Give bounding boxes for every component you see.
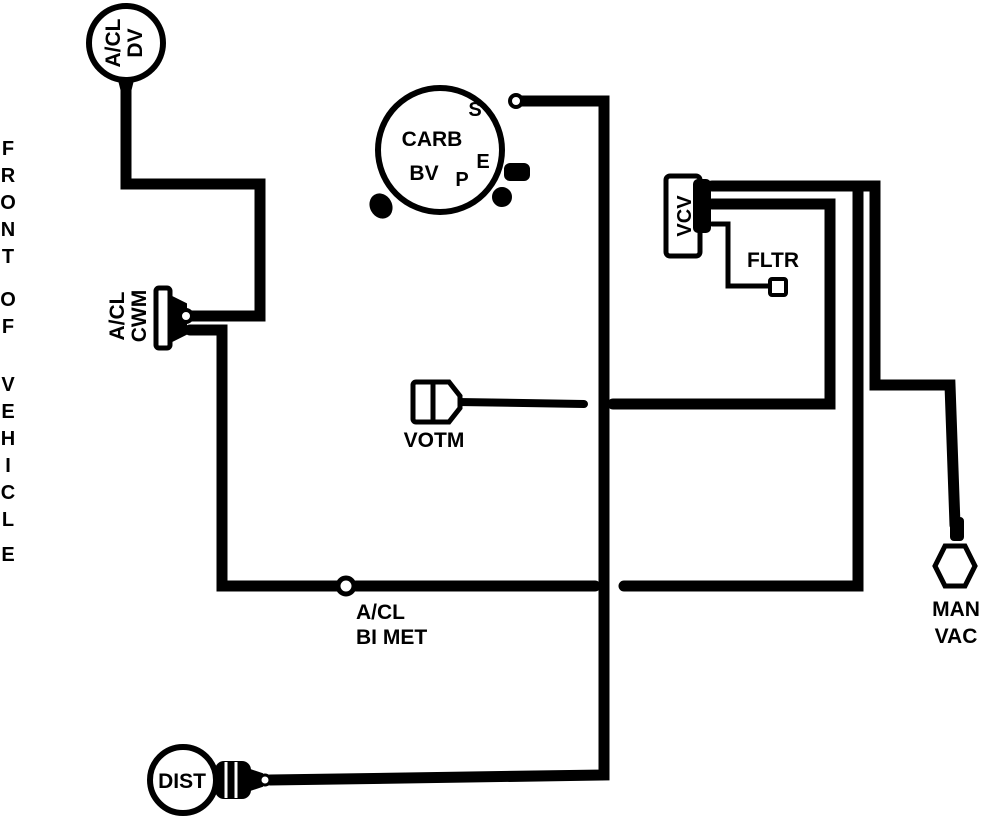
front-of-vehicle-label: F R O N T O F V E H I C L E xyxy=(0,138,16,566)
side-letter: V xyxy=(1,374,15,396)
man-vac: MAN VAC xyxy=(932,517,980,648)
votm-label: VOTM xyxy=(404,429,465,452)
side-letter: E xyxy=(1,401,14,423)
carb: CARB S E P BV xyxy=(369,85,530,219)
carb-p-port xyxy=(492,187,512,207)
dist-label: DIST xyxy=(158,770,206,793)
carb-port-s-label: S xyxy=(468,99,481,121)
side-letter: L xyxy=(2,509,14,531)
side-letter: T xyxy=(2,246,14,268)
side-letter: O xyxy=(0,289,16,311)
side-letter: E xyxy=(1,544,14,566)
side-letter: F xyxy=(2,138,14,160)
vcv: VCV xyxy=(663,173,711,259)
man-vac-label-1: MAN xyxy=(932,598,980,621)
fltr: FLTR xyxy=(747,249,799,297)
carb-port-bv-label: BV xyxy=(409,162,438,185)
hose-vcv-to-fltr xyxy=(709,221,771,289)
hose-main-to-vcv-riser xyxy=(618,182,864,592)
man-vac-label-2: VAC xyxy=(935,625,978,648)
carb-port-e-label: E xyxy=(476,151,489,173)
acl-bimet-label-2: BI MET xyxy=(356,626,427,649)
carb-port-p-label: P xyxy=(455,169,468,191)
side-letter: C xyxy=(1,482,15,504)
hose-vcv-to-manvac xyxy=(706,180,961,531)
dist: DIST xyxy=(147,744,272,816)
acl-dv-label-2: DV xyxy=(124,28,147,57)
fltr-label: FLTR xyxy=(747,249,799,272)
hose-votm-to-vcv xyxy=(607,198,836,410)
hose-votm-stub xyxy=(454,398,588,408)
hose-dv-to-cwm xyxy=(120,82,266,322)
carb-label: CARB xyxy=(402,128,463,151)
acl-bimet-label-1: A/CL xyxy=(356,601,405,624)
acl-cwm: A/CL CWM xyxy=(106,285,194,351)
side-letter: R xyxy=(1,165,16,187)
vcv-label: VCV xyxy=(674,195,696,237)
side-letter: H xyxy=(1,428,15,450)
acl-dv: A/CL DV xyxy=(86,3,166,93)
side-letter: O xyxy=(0,192,16,214)
side-letter: I xyxy=(5,455,11,477)
votm: VOTM xyxy=(404,379,465,452)
side-letter: F xyxy=(2,316,14,338)
hose-carb-s-to-dist xyxy=(264,95,610,786)
carb-e-port xyxy=(504,163,530,181)
acl-bimet: A/CL BI MET xyxy=(335,575,427,649)
acl-cwm-label-1: A/CL xyxy=(106,291,129,340)
hose-cwm-to-bimet xyxy=(184,324,344,592)
side-letter: N xyxy=(1,219,15,241)
carb-bv-port xyxy=(369,193,393,219)
acl-cwm-label-2: CWM xyxy=(128,290,151,342)
acl-dv-label-1: A/CL xyxy=(102,18,125,67)
